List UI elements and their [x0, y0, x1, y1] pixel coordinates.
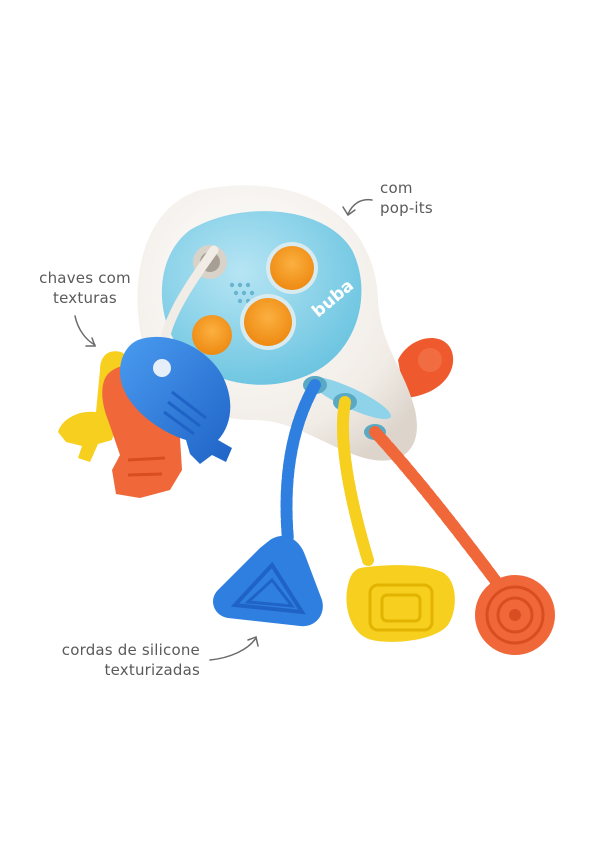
- annotation-keys-line1: chaves com: [39, 269, 131, 287]
- annotation-popits: com pop-its: [380, 178, 433, 218]
- arrow-popits: [342, 198, 373, 217]
- annotation-cords-line1: cordas de silicone: [61, 641, 200, 659]
- arrow-cords: [209, 635, 259, 661]
- key-blue[interactable]: [119, 336, 232, 464]
- annotation-cords: cordas de silicone texturizadas: [40, 640, 200, 680]
- annotation-keys-line2: texturas: [53, 289, 117, 307]
- popit-button-middle[interactable]: [240, 294, 296, 350]
- side-fin-coral: [398, 338, 454, 398]
- annotation-cords-line2: texturizadas: [104, 661, 200, 679]
- arrow-keys: [74, 315, 97, 347]
- popit-button-left[interactable]: [192, 315, 232, 355]
- cord-yellow[interactable]: [337, 396, 455, 642]
- annotation-keys: chaves com texturas: [20, 268, 150, 308]
- popit-button-top[interactable]: [266, 242, 318, 294]
- annotation-popits-line1: com: [380, 179, 413, 197]
- annotation-popits-line2: pop-its: [380, 199, 433, 217]
- dot-texture: [229, 282, 255, 304]
- cord-coral[interactable]: [369, 426, 555, 655]
- cord-blue[interactable]: [213, 379, 323, 627]
